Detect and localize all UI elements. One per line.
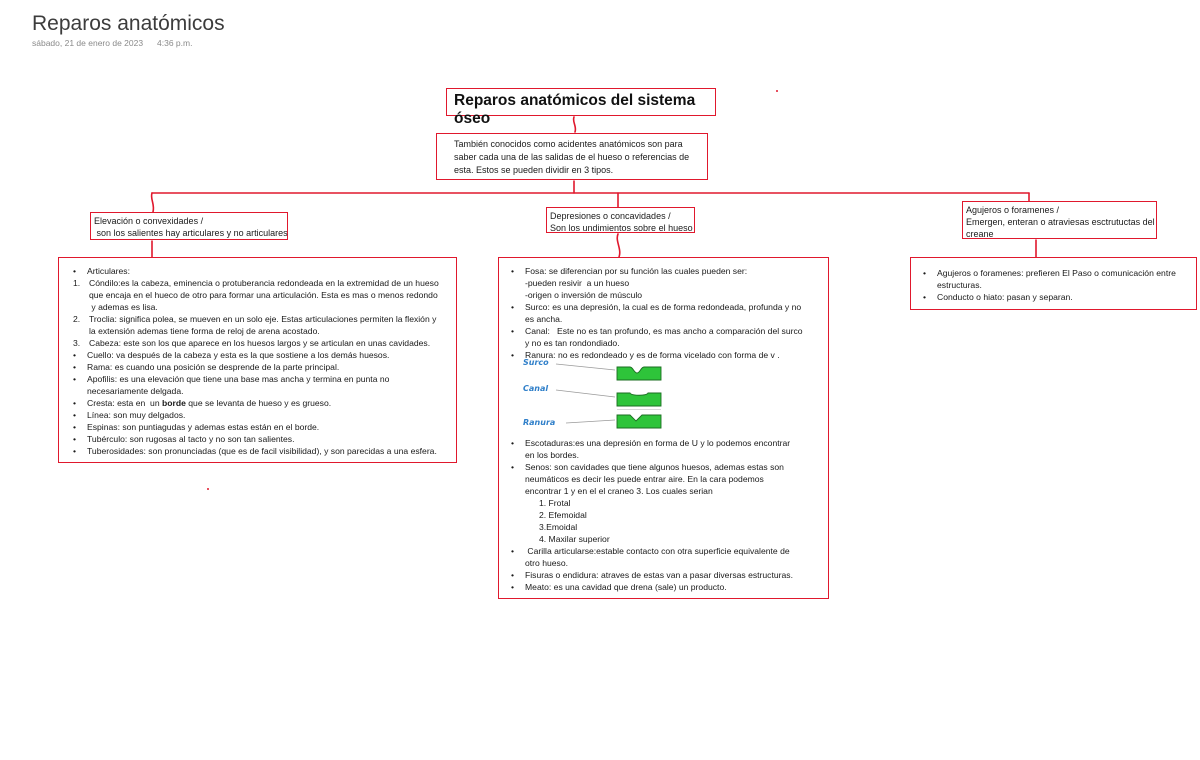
- connector-left: [152, 193, 154, 212]
- elevaciones-list: Articulares: 1.Cóndilo:es la cabeza, emi…: [58, 257, 457, 463]
- list-item: 2.Troclia: significa polea, se mueven en…: [73, 313, 450, 337]
- main-title-box: Reparos anatómicos del sistema óseo: [446, 88, 716, 116]
- bullet-icon: [923, 267, 937, 279]
- category-line: son los salientes hay articulares y no a…: [94, 227, 287, 239]
- category-line: Depresiones o concavidades /: [550, 210, 694, 222]
- stray-dot: [207, 488, 209, 490]
- intro-line: También conocidos como acidentes anatómi…: [454, 138, 707, 151]
- bullet-icon: [73, 409, 87, 421]
- diagram-arrow-surco: [556, 364, 615, 370]
- diagram-label-surco: Surco: [523, 358, 549, 367]
- bullet-icon: [511, 265, 525, 277]
- bullet-icon: [511, 301, 525, 313]
- category-line: creane: [966, 228, 1156, 240]
- bullet-icon: [511, 545, 525, 557]
- list-item: Conducto o hiato: pasan y separan.: [923, 291, 1190, 303]
- list-item: Línea: son muy delgados.: [73, 409, 450, 421]
- bullet-icon: [511, 581, 525, 593]
- list-item: Tuberosidades: son pronunciadas (que es …: [73, 445, 450, 457]
- bullet-icon: [923, 291, 937, 303]
- diagram-label-canal: Canal: [523, 384, 548, 393]
- bullet-icon: [73, 433, 87, 445]
- intro-line: saber cada una de las salidas de el hues…: [454, 151, 707, 164]
- diagram-divider: [617, 409, 661, 410]
- category-elevaciones: Elevación o convexidades / son los salie…: [90, 212, 288, 240]
- bullet-icon: [73, 445, 87, 457]
- ranura-shape: [617, 415, 661, 428]
- list-item: Senos: son cavidades que tiene algunos h…: [511, 461, 822, 497]
- senos-item: 2. Efemoidal: [539, 509, 822, 521]
- list-item: Cresta: esta en un borde que se levanta …: [73, 397, 450, 409]
- connector-middle-list: [617, 234, 620, 257]
- diagram-arrow-ranura: [566, 420, 615, 423]
- senos-item: 1. Frotal: [539, 497, 822, 509]
- bullet-icon: [511, 437, 525, 449]
- bullet-icon: [73, 349, 87, 361]
- category-line: Elevación o convexidades /: [94, 215, 287, 227]
- list-item: Meato: es una cavidad que drena (sale) u…: [511, 581, 822, 593]
- agujeros-list: Agujeros o foramenes: prefieren El Paso …: [910, 257, 1197, 310]
- list-item: Espinas: son puntiagudas y ademas estas …: [73, 421, 450, 433]
- list-item: 1.Cóndilo:es la cabeza, eminencia o prot…: [73, 277, 450, 313]
- list-item: Cuello: va después de la cabeza y esta e…: [73, 349, 450, 361]
- category-line: Agujeros o foramenes /: [966, 204, 1156, 216]
- bullet-icon: [73, 397, 87, 409]
- bullet-icon: [511, 569, 525, 581]
- category-line: Son los undimientos sobre el hueso: [550, 222, 694, 234]
- intro-box: También conocidos como acidentes anatómi…: [436, 133, 708, 180]
- list-item: Fosa: se diferencian por su función las …: [511, 265, 822, 301]
- bullet-icon: [511, 461, 525, 473]
- list-item: Fisuras o endidura: atraves de estas van…: [511, 569, 822, 581]
- diagram-arrow-canal: [556, 390, 615, 397]
- list-item: Articulares:: [73, 265, 450, 277]
- connector-title-intro: [574, 117, 576, 132]
- category-agujeros: Agujeros o foramenes / Emergen, enteran …: [962, 201, 1157, 239]
- bullet-icon: [511, 325, 525, 337]
- list-item: 3.Cabeza: este son los que aparece en lo…: [73, 337, 450, 349]
- list-item: Apofilis: es una elevación que tiene una…: [73, 373, 450, 397]
- senos-item: 3.Emoidal: [539, 521, 822, 533]
- canal-shape: [617, 393, 661, 406]
- list-item: Tubérculo: son rugosas al tacto y no son…: [73, 433, 450, 445]
- list-item: Escotaduras:es una depresión en forma de…: [511, 437, 822, 461]
- diagram-label-ranura: Ranura: [523, 418, 555, 427]
- bullet-icon: [73, 421, 87, 433]
- list-item: Agujeros o foramenes: prefieren El Paso …: [923, 267, 1190, 291]
- bullet-icon: [73, 265, 87, 277]
- bullet-icon: [73, 373, 87, 385]
- bullet-icon: [73, 361, 87, 373]
- list-item: Surco: es una depresión, la cual es de f…: [511, 301, 822, 325]
- list-item: Carilla articularse:estable contacto con…: [511, 545, 822, 569]
- surco-shape: [617, 367, 661, 380]
- category-line: Emergen, enteran o atraviesas esctrutuct…: [966, 216, 1156, 228]
- stray-dot: [776, 90, 778, 92]
- senos-item: 4. Maxilar superior: [539, 533, 822, 545]
- depressions-diagram: Surco Canal Ranura: [522, 357, 672, 432]
- senos-sublist: 1. Frotal 2. Efemoidal 3.Emoidal 4. Maxi…: [511, 497, 822, 545]
- list-item: Canal: Este no es tan profundo, es mas a…: [511, 325, 822, 349]
- intro-line: esta. Estos se pueden dividir en 3 tipos…: [454, 164, 707, 177]
- list-item: Rama: es cuando una posición se desprend…: [73, 361, 450, 373]
- category-depresiones: Depresiones o concavidades / Son los und…: [546, 207, 695, 233]
